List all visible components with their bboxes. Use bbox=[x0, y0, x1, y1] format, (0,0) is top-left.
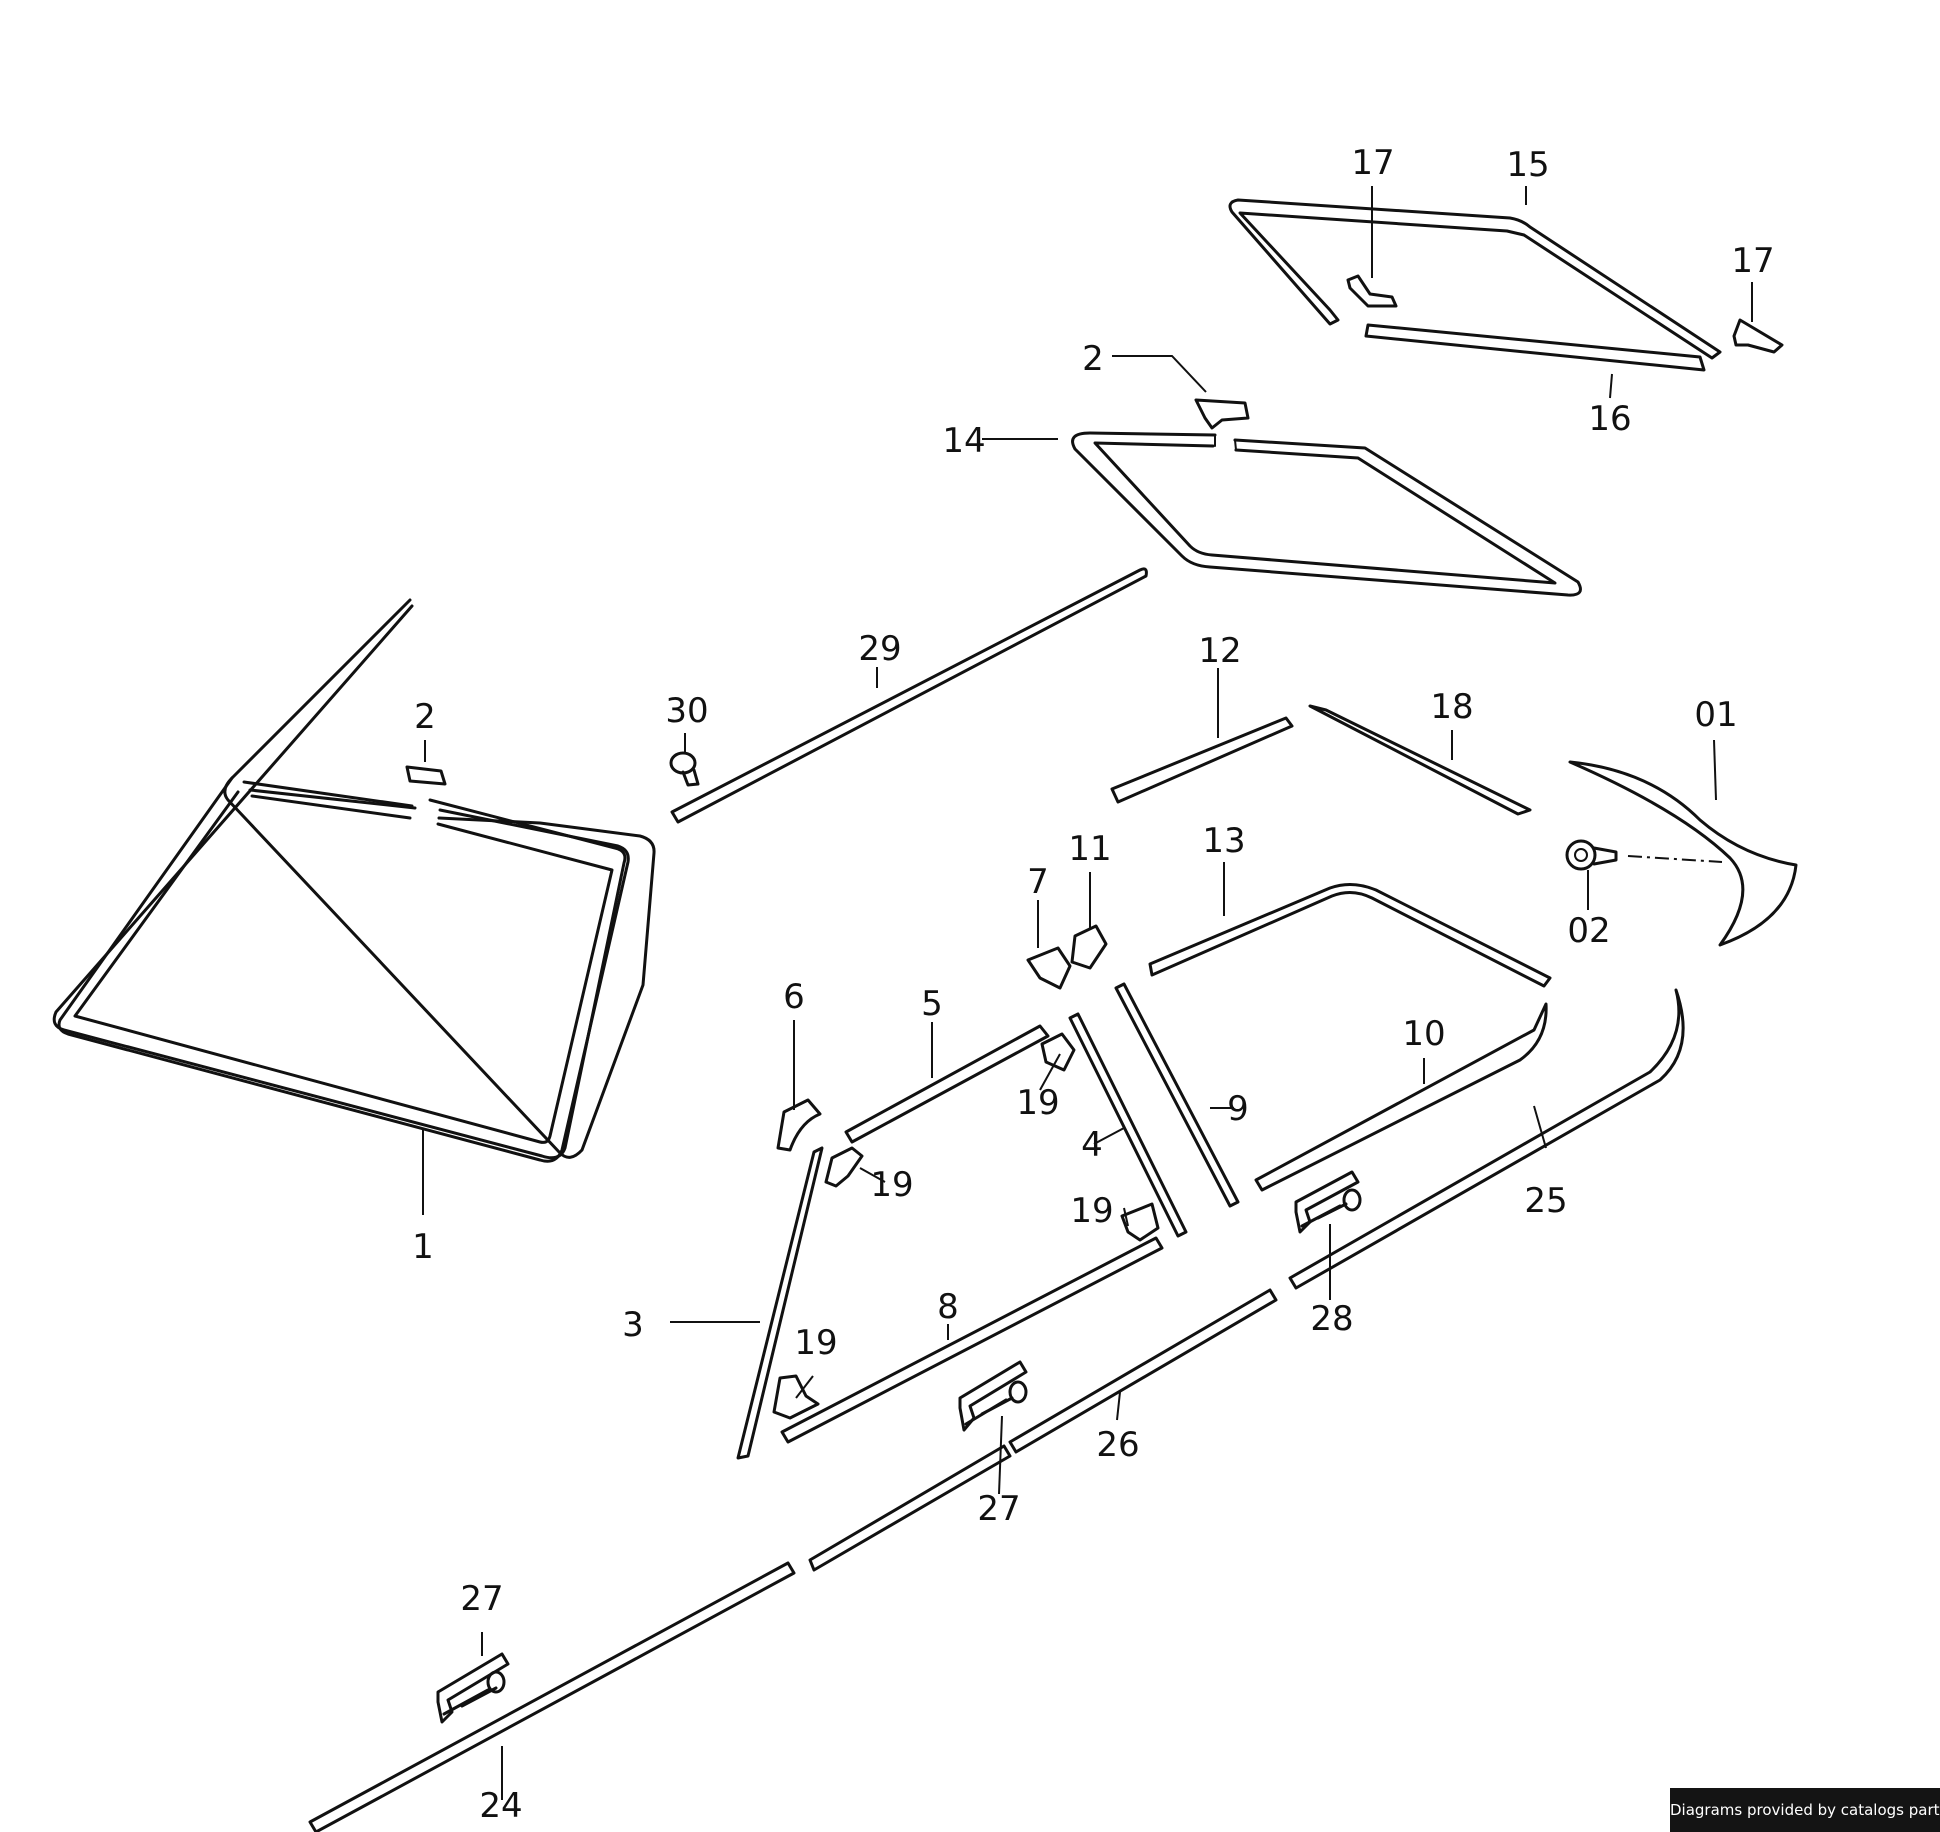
label-3: 3 bbox=[622, 1305, 644, 1345]
part-30-fastener bbox=[669, 751, 700, 787]
part-11-bracket bbox=[1070, 924, 1108, 970]
label-02: 02 bbox=[1567, 911, 1610, 951]
part-24-rocker-molding bbox=[308, 1561, 796, 1832]
part-8-sill-strip bbox=[780, 1236, 1164, 1444]
part-19-clip-a bbox=[1040, 1032, 1076, 1072]
part-27-clip-upper bbox=[958, 1360, 1028, 1432]
part-26-rocker-molding-b bbox=[808, 1444, 1012, 1572]
label-14: 14 bbox=[942, 421, 985, 461]
part-2-clip-lower bbox=[405, 765, 447, 786]
label-6: 6 bbox=[783, 977, 805, 1017]
label-17b: 17 bbox=[1731, 241, 1774, 281]
callout-labels: 1 2 2 3 4 5 6 7 8 9 10 11 12 13 14 15 16… bbox=[412, 143, 1774, 1826]
part-26-rocker-molding-a bbox=[1008, 1288, 1278, 1454]
part-17-corner-a bbox=[1346, 274, 1398, 308]
part-14-rear-window-seal bbox=[1071, 431, 1582, 597]
label-2a: 2 bbox=[414, 697, 436, 737]
part-10-lower-strip bbox=[1254, 1002, 1548, 1192]
label-7: 7 bbox=[1027, 862, 1049, 902]
label-5: 5 bbox=[921, 984, 943, 1024]
part-1-windshield-seal-outline bbox=[57, 776, 630, 1163]
part-19-clip-d bbox=[772, 1374, 820, 1420]
label-1: 1 bbox=[412, 1227, 434, 1267]
part-13-frame-strip bbox=[1148, 883, 1552, 988]
part-01-trim-piece bbox=[1568, 760, 1798, 947]
label-16: 16 bbox=[1588, 399, 1631, 439]
label-24: 24 bbox=[479, 1786, 522, 1826]
label-30: 30 bbox=[665, 691, 708, 731]
label-12: 12 bbox=[1198, 631, 1241, 671]
label-19d: 19 bbox=[794, 1323, 837, 1363]
part-19-clip-b bbox=[824, 1146, 864, 1188]
label-2b: 2 bbox=[1082, 339, 1104, 379]
leader-02-axis bbox=[1627, 855, 1723, 863]
label-26: 26 bbox=[1096, 1425, 1139, 1465]
part-16-seal-strip bbox=[1364, 323, 1706, 372]
label-9: 9 bbox=[1227, 1089, 1249, 1129]
label-19a: 19 bbox=[1016, 1083, 1059, 1123]
label-4: 4 bbox=[1081, 1125, 1103, 1165]
part-4-pillar-strip bbox=[1068, 1012, 1188, 1238]
part-17-corner-b bbox=[1732, 318, 1784, 354]
label-10: 10 bbox=[1402, 1014, 1445, 1054]
label-11: 11 bbox=[1068, 829, 1111, 869]
part-19-clip-c bbox=[1120, 1202, 1160, 1242]
label-28: 28 bbox=[1310, 1299, 1353, 1339]
label-29: 29 bbox=[858, 629, 901, 669]
part-25-rocker-molding bbox=[1288, 988, 1685, 1290]
part-2-clip-upper bbox=[1194, 398, 1250, 430]
credit-badge: Diagrams provided by catalogs parts bbox=[1670, 1788, 1940, 1832]
part-18-strip bbox=[1308, 704, 1532, 816]
label-27a: 27 bbox=[977, 1489, 1020, 1529]
leader-lines bbox=[422, 186, 1753, 1800]
label-25: 25 bbox=[1524, 1181, 1567, 1221]
label-8: 8 bbox=[937, 1287, 959, 1327]
label-13: 13 bbox=[1202, 821, 1245, 861]
label-01: 01 bbox=[1694, 695, 1737, 735]
part-29-roof-molding bbox=[670, 567, 1148, 824]
label-19c: 19 bbox=[1070, 1191, 1113, 1231]
part-28-clip bbox=[1294, 1170, 1362, 1234]
part-15-quarter-window-seal bbox=[1228, 198, 1722, 360]
part-7-bracket bbox=[1026, 946, 1072, 990]
part-27-clip-lower bbox=[436, 1652, 510, 1724]
label-19b: 19 bbox=[870, 1165, 913, 1205]
label-27b: 27 bbox=[460, 1579, 503, 1619]
label-18: 18 bbox=[1430, 687, 1473, 727]
part-02-grommet bbox=[1565, 839, 1618, 871]
label-15: 15 bbox=[1506, 145, 1549, 185]
label-17a: 17 bbox=[1351, 143, 1394, 183]
part-5-strip bbox=[844, 1024, 1050, 1144]
part-9-pillar-strip bbox=[1114, 982, 1240, 1208]
part-6-corner bbox=[776, 1098, 822, 1152]
part-12-strip bbox=[1110, 716, 1294, 804]
part-3-pillar bbox=[736, 1146, 824, 1460]
